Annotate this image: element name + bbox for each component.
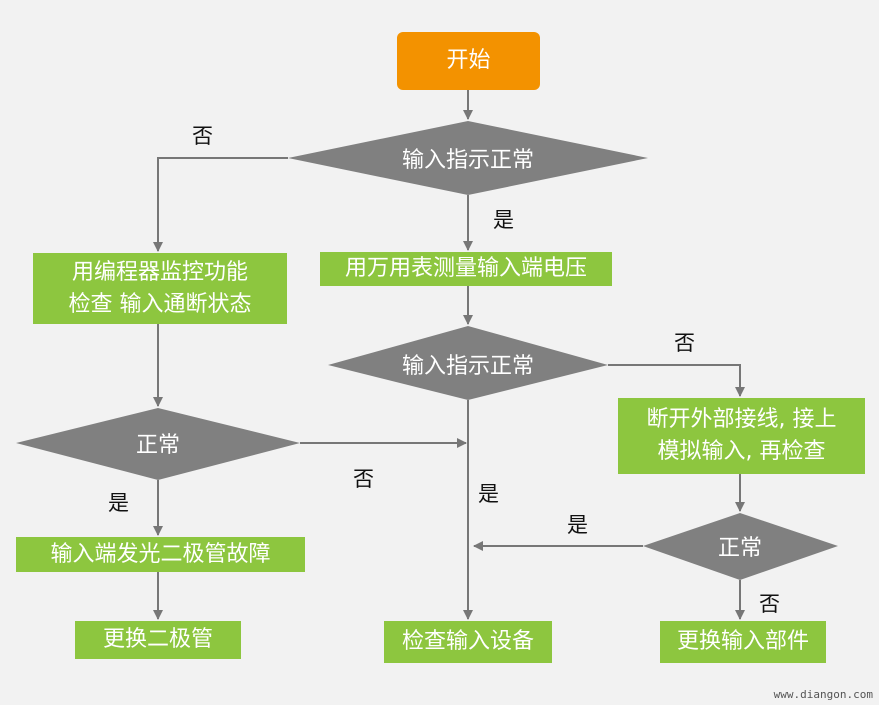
process-label: 输入端发光二极管故障 xyxy=(50,541,271,567)
process-led-fault: 输入端发光二极管故障 xyxy=(16,537,305,572)
process-check-input-device: 检查输入设备 xyxy=(384,621,552,663)
start-label: 开始 xyxy=(446,48,491,73)
edge-label-yes: 是 xyxy=(567,513,588,537)
decision-shape-normal-right xyxy=(643,513,838,580)
process-disconnect-external-wiring: 断开外部接线, 接上 模拟输入, 再检查 xyxy=(618,398,865,474)
edge-label-yes: 是 xyxy=(493,208,514,232)
decision-label: 正常 xyxy=(717,536,762,561)
process-label-line1: 用编程器监控功能 xyxy=(71,259,248,285)
process-multimeter-voltage: 用万用表测量输入端电压 xyxy=(320,252,612,286)
edge-label-no: 否 xyxy=(353,467,374,491)
decision-label: 正常 xyxy=(135,433,180,458)
edge-label-no: 否 xyxy=(674,331,695,355)
decision-input-indicator-2: 输入指示正常 xyxy=(368,346,568,382)
watermark: www.diangon.com xyxy=(773,688,873,701)
decision-normal-left: 正常 xyxy=(98,425,218,461)
start-node: 开始 xyxy=(397,32,540,90)
process-monitor-with-programmer: 用编程器监控功能 检查 输入通断状态 xyxy=(33,253,287,324)
decision-input-indicator-1: 输入指示正常 xyxy=(368,140,568,176)
edge-label-no: 否 xyxy=(192,124,213,148)
decision-label: 输入指示正常 xyxy=(401,354,534,379)
edge-label-no: 否 xyxy=(759,592,780,616)
edge-check2-no xyxy=(608,364,745,397)
process-label: 更换输入部件 xyxy=(676,629,809,654)
edge-label-yes: 是 xyxy=(108,491,129,515)
decision-label: 输入指示正常 xyxy=(401,148,534,173)
process-label: 检查输入设备 xyxy=(401,629,534,654)
process-label-line2: 检查 输入通断状态 xyxy=(68,291,252,317)
decision-shape-input-indicator-1 xyxy=(288,121,648,195)
process-label-line2: 模拟输入, 再检查 xyxy=(657,439,826,464)
edge-label-yes: 是 xyxy=(478,482,499,506)
edge-check1-no xyxy=(153,157,288,252)
process-replace-input-part: 更换输入部件 xyxy=(660,621,826,663)
process-replace-diode: 更换二极管 xyxy=(75,621,241,659)
decision-shape-normal-left xyxy=(16,408,300,480)
decision-normal-right: 正常 xyxy=(680,528,800,564)
process-label: 用万用表测量输入端电压 xyxy=(344,256,587,281)
process-label: 更换二极管 xyxy=(102,627,213,652)
process-label-line1: 断开外部接线, 接上 xyxy=(646,407,837,432)
decision-shape-input-indicator-2 xyxy=(328,326,608,400)
